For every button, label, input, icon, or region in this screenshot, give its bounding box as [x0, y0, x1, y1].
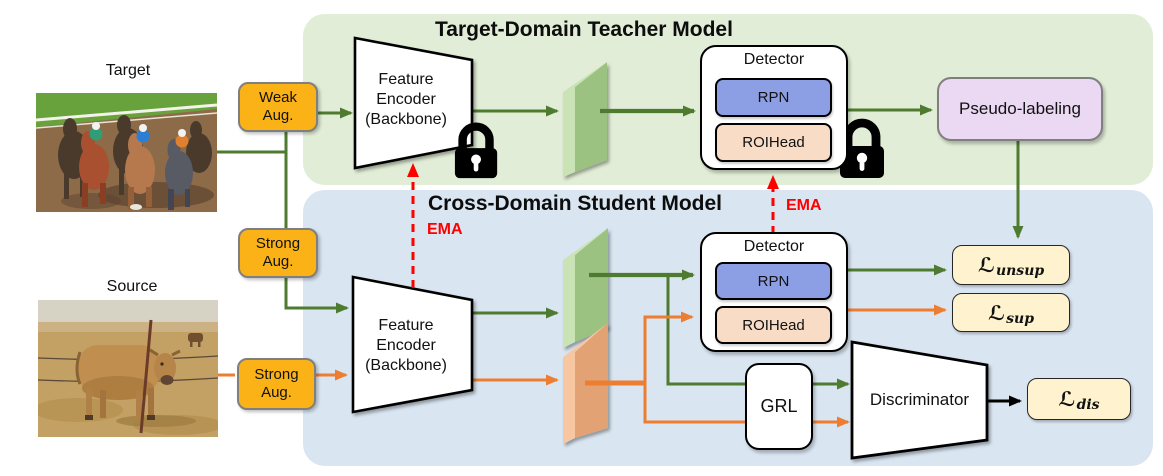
teacher-detector-box: Detector RPN ROIHead: [700, 45, 848, 170]
teacher-feature-map: [563, 62, 607, 177]
ema-dashed-arrows: [407, 163, 779, 288]
horse-3: [165, 129, 193, 210]
student-feature-map-target: [563, 228, 608, 348]
cow: [75, 345, 196, 427]
student-title: Cross-Domain Student Model: [428, 192, 723, 215]
sup-loss-symbol: ℒ: [988, 300, 1006, 325]
unsup-loss-subscript: unsup: [995, 263, 1045, 279]
student-detector-box: Detector RPN ROIHead: [700, 232, 848, 352]
pseudo-labeling-box: Pseudo-labeling: [937, 77, 1103, 141]
horse-1: [79, 122, 109, 207]
source-flow-lines: [218, 304, 947, 386]
grl-box: GRL: [745, 363, 813, 450]
weak-aug-box: Weak Aug.: [238, 82, 318, 132]
horse-2: [125, 124, 155, 210]
cow-photo-illustration: [38, 300, 218, 437]
sup-loss-subscript: sup: [1006, 310, 1034, 327]
flow-orange-to-roihead: [643, 311, 694, 383]
student-feature-map-source: [563, 323, 608, 444]
dis-loss-symbol: ℒ: [1058, 387, 1076, 411]
lock-icon-teacher-encoder: [454, 122, 498, 179]
student-encoder-label: Feature Encoder (Backbone): [365, 317, 447, 375]
strong-aug-source-box: Strong Aug.: [237, 358, 316, 410]
ema-label-detector: EMA: [786, 197, 822, 214]
ema-label-encoder: EMA: [427, 221, 463, 238]
horse-race-illustration: [36, 93, 217, 212]
source-image: [38, 300, 218, 437]
flow-strongaug-to-student-encoder: [284, 277, 349, 314]
source-label: Source: [106, 278, 158, 295]
teacher-roihead-box: ROIHead: [715, 123, 832, 162]
student-rpn-box: RPN: [715, 262, 832, 300]
strong-aug-target-box: Strong Aug.: [238, 228, 318, 278]
teacher-title: Target-Domain Teacher Model: [435, 18, 733, 41]
discriminator-shape: [850, 340, 989, 460]
unsup-loss-symbol: ℒ: [977, 253, 995, 277]
target-label: Target: [105, 62, 151, 79]
teacher-encoder-label: Feature Encoder (Backbone): [365, 71, 447, 129]
teacher-rpn-box: RPN: [715, 78, 832, 117]
student-detector-title: Detector: [743, 238, 805, 255]
target-image: [36, 93, 217, 212]
target-flow-lines: [217, 104, 1024, 319]
student-roihead-box: ROIHead: [715, 306, 832, 344]
dis-loss-subscript: dis: [1076, 397, 1100, 413]
teacher-detector-title: Detector: [743, 51, 805, 68]
student-encoder-shape: [351, 275, 474, 414]
teacher-encoder-shape: [353, 36, 474, 170]
lock-icon-teacher-detector: [840, 118, 884, 178]
discriminator-label: Discriminator: [869, 390, 970, 409]
